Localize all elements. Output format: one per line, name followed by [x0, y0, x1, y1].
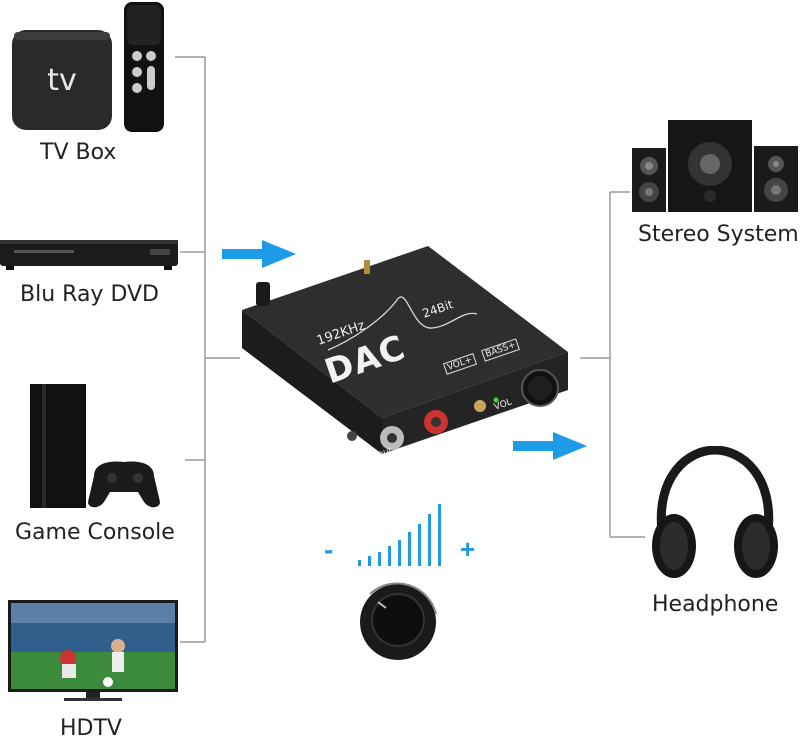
stereo-system-icon	[630, 118, 800, 214]
tv-box-icon: tv	[10, 0, 185, 140]
input-arrow-icon	[222, 240, 296, 268]
headphone-icon	[650, 445, 780, 582]
output-bracket	[580, 191, 645, 538]
source-label-bluray: Blu Ray DVD	[20, 282, 159, 307]
hdtv-icon	[8, 598, 180, 710]
volume-minus: -	[324, 534, 334, 565]
volume-bars-icon	[358, 504, 441, 566]
dac-device: 192KHz 24Bit DAC VOL+ BASS+ VOL out	[232, 240, 582, 460]
source-label-game-console: Game Console	[15, 520, 175, 545]
source-label-tv-box: TV Box	[40, 140, 117, 165]
tv-logo-text: tv	[47, 63, 77, 98]
volume-plus: +	[460, 534, 476, 564]
bluray-player-icon	[0, 236, 180, 272]
output-label-stereo-system: Stereo System	[638, 222, 799, 247]
volume-indicator: - +	[318, 500, 488, 572]
source-label-hdtv: HDTV	[60, 716, 122, 741]
output-arrow-icon	[513, 432, 587, 460]
volume-knob-icon	[356, 574, 442, 664]
game-console-icon	[28, 380, 168, 512]
output-label-headphone: Headphone	[652, 592, 779, 617]
input-bracket	[175, 56, 240, 643]
